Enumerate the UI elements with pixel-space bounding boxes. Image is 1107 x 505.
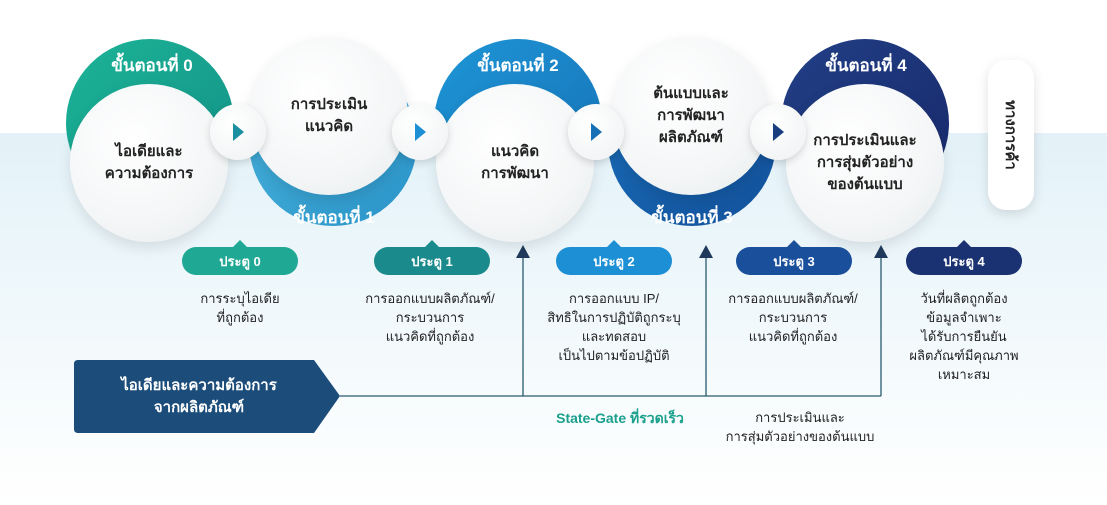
connector-3-4 (750, 104, 806, 160)
step-0-circle: ไอเดียและ ความต้องการ (70, 84, 228, 242)
commercial-label: ทางการค้า (1002, 100, 1019, 170)
gate-3-description: การออกแบบผลิตภัณฑ์/ กระบวนการ แนวคิดที่ถ… (728, 291, 858, 344)
play-arrow-icon (233, 123, 244, 141)
commercial-card: ทางการค้า (988, 60, 1034, 210)
play-arrow-icon (591, 123, 602, 141)
play-arrow-icon (415, 123, 426, 141)
gate-2-description: การออกแบบ IP/ สิทธิในการปฏิบัติถูกระบุ แ… (547, 291, 681, 363)
connector-2-3 (568, 104, 624, 160)
step-4-label: ขั้นตอนที่ 4 (825, 56, 907, 75)
gate-2-pill: ประตู 2 (556, 240, 672, 275)
banner-shape (74, 360, 340, 433)
arrow-head-2 (516, 245, 530, 258)
step-2-circle: แนวคิด การพัฒนา (436, 84, 594, 242)
gate-1-description: การออกแบบผลิตภัณฑ์/ กระบวนการ แนวคิดที่ถ… (365, 291, 495, 344)
connector-0-1 (210, 104, 266, 160)
play-arrow-icon (773, 123, 784, 141)
evaluation-note: การประเมินและ การสุ่มตัวอย่างของต้นแบบ (725, 410, 875, 444)
gate-0-description: การระบุไอเดีย ที่ถูกต้อง (200, 291, 280, 325)
step-2-label: ขั้นตอนที่ 2 (477, 56, 559, 75)
gate-4-pill: ประตู 4 (906, 240, 1022, 275)
connector-1-2 (392, 104, 448, 160)
gate-4-description: วันที่ผลิตถูกต้อง ข้อมูลจำเพาะ ได้รับการ… (909, 291, 1019, 382)
gate-1-pill: ประตู 1 (374, 240, 490, 275)
banner-text: ไอเดียและความต้องการ จากผลิตภัณฑ์ (121, 376, 277, 416)
step-1-label: ขั้นตอนที่ 1 (293, 208, 375, 227)
step-3-label: ขั้นตอนที่ 3 (651, 208, 733, 227)
step-3-circle: ต้นแบบและ การพัฒนา ผลิตภัณฑ์ (612, 37, 770, 195)
step-4-circle: การประเมินและ การสุ่มตัวอย่าง ของต้นแบบ (786, 84, 944, 242)
gate-3-pill: ประตู 3 (736, 240, 852, 275)
gate-0-pill: ประตู 0 (182, 240, 298, 275)
step-0-label: ขั้นตอนที่ 0 (111, 56, 193, 75)
step-1-circle: การประเมิน แนวคิด (250, 37, 408, 195)
arrow-head-3 (699, 245, 713, 258)
arrow-head-4 (874, 245, 888, 258)
state-gate-label: State-Gate ที่รวดเร็ว (556, 410, 684, 426)
